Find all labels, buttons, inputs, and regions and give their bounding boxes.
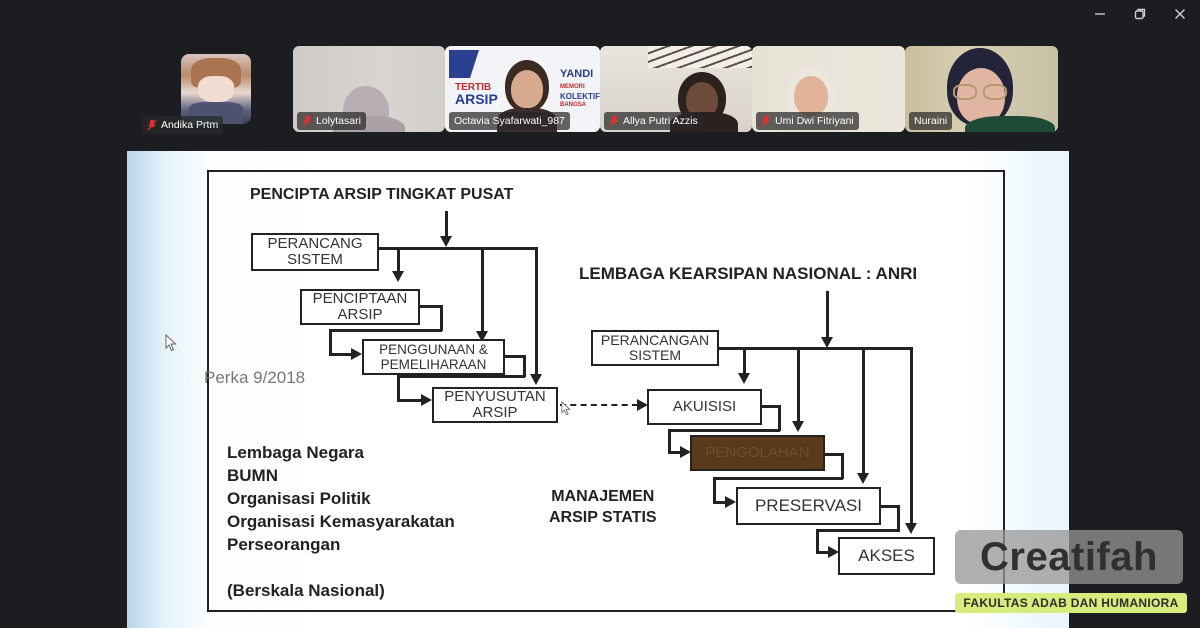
- box-preservasi: PRESERVASI: [736, 487, 881, 525]
- mic-muted-icon: [761, 115, 771, 127]
- arrow-down-icon: [392, 271, 404, 282]
- scale-note: (Berskala Nasional): [227, 581, 385, 600]
- arrow-down-icon: [821, 337, 833, 348]
- left-diagram-title: PENCIPTA ARSIP TINGKAT PUSAT: [250, 186, 514, 203]
- close-button[interactable]: [1160, 0, 1200, 28]
- organization-list: Lembaga Negara BUMN Organisasi Politik O…: [227, 443, 455, 600]
- arrow-right-icon: [637, 399, 648, 411]
- arrow-down-icon: [530, 374, 542, 385]
- participant-name-tag: Andika Prtm: [142, 116, 224, 134]
- participant-tile[interactable]: Allya Putri Azzis: [600, 46, 752, 132]
- avatar: [181, 54, 251, 124]
- manajemen-arsip-statis-label: MANAJEMEN ARSIP STATIS: [549, 488, 657, 526]
- arrow-right-icon: [421, 394, 432, 406]
- participant-name-tag: Allya Putri Azzis: [604, 112, 703, 130]
- watermark: Creatifah FAKULTAS ADAB DAN HUMANIORA: [955, 530, 1187, 613]
- participant-tile[interactable]: Lolytasari: [293, 46, 445, 132]
- arrow-down-icon: [792, 421, 804, 432]
- participant-name-tag: Lolytasari: [297, 112, 366, 130]
- mouse-cursor-icon: [561, 401, 571, 416]
- box-akses: AKSES: [838, 537, 935, 575]
- right-diagram-title: LEMBAGA KEARSIPAN NASIONAL : ANRI: [579, 264, 918, 283]
- participant-tile-active-speaker[interactable]: TERTIB ARSIP YANDI MEMORI KOLEKTIF BANGS…: [445, 46, 600, 132]
- mouse-cursor-icon: [165, 334, 177, 352]
- arrow-down-icon: [440, 236, 452, 247]
- arrow-down-icon: [857, 473, 869, 484]
- participant-name-tag: Nuraini: [909, 112, 953, 130]
- mic-muted-icon: [302, 115, 312, 127]
- arrow-down-icon: [905, 523, 917, 534]
- arrow-right-icon: [828, 546, 839, 558]
- box-akuisisi: AKUISISI: [647, 389, 762, 425]
- perka-note: Perka 9/2018: [204, 368, 306, 387]
- arrow-down-icon: [476, 331, 488, 342]
- box-penggunaan-pemeliharaan: PENGGUNAAN &PEMELIHARAAN: [362, 339, 505, 375]
- window-controls: [1080, 0, 1200, 28]
- mic-muted-icon: [609, 115, 619, 127]
- participant-tile[interactable]: Umi Dwi Fitriyani: [752, 46, 905, 132]
- minimize-icon: [1095, 13, 1105, 15]
- participant-tile[interactable]: Nuraini: [905, 46, 1058, 132]
- participant-strip: Andika Prtm Lolytasari TERTIB ARSIP YA: [0, 46, 1200, 134]
- participant-name-tag: Octavia Syafarwati_987: [449, 112, 570, 130]
- watermark-subtitle: FAKULTAS ADAB DAN HUMANIORA: [955, 593, 1187, 613]
- restore-icon: [1134, 8, 1146, 20]
- diagram-frame: [207, 170, 1005, 612]
- arrow-down-icon: [738, 373, 750, 384]
- arrow-right-icon: [351, 348, 362, 360]
- participant-video: TERTIB ARSIP YANDI MEMORI KOLEKTIF BANGS…: [445, 46, 600, 132]
- mic-muted-icon: [147, 119, 157, 131]
- box-pengolahan: PENGOLAHAN: [690, 435, 825, 471]
- close-icon: [1175, 9, 1185, 19]
- minimize-button[interactable]: [1080, 0, 1120, 28]
- watermark-title: Creatifah: [955, 530, 1183, 584]
- arrow-right-icon: [680, 446, 691, 458]
- arrow-right-icon: [725, 496, 736, 508]
- participant-tile[interactable]: Andika Prtm: [142, 54, 251, 134]
- restore-button[interactable]: [1120, 0, 1160, 28]
- participant-name-tag: Umi Dwi Fitriyani: [756, 112, 859, 130]
